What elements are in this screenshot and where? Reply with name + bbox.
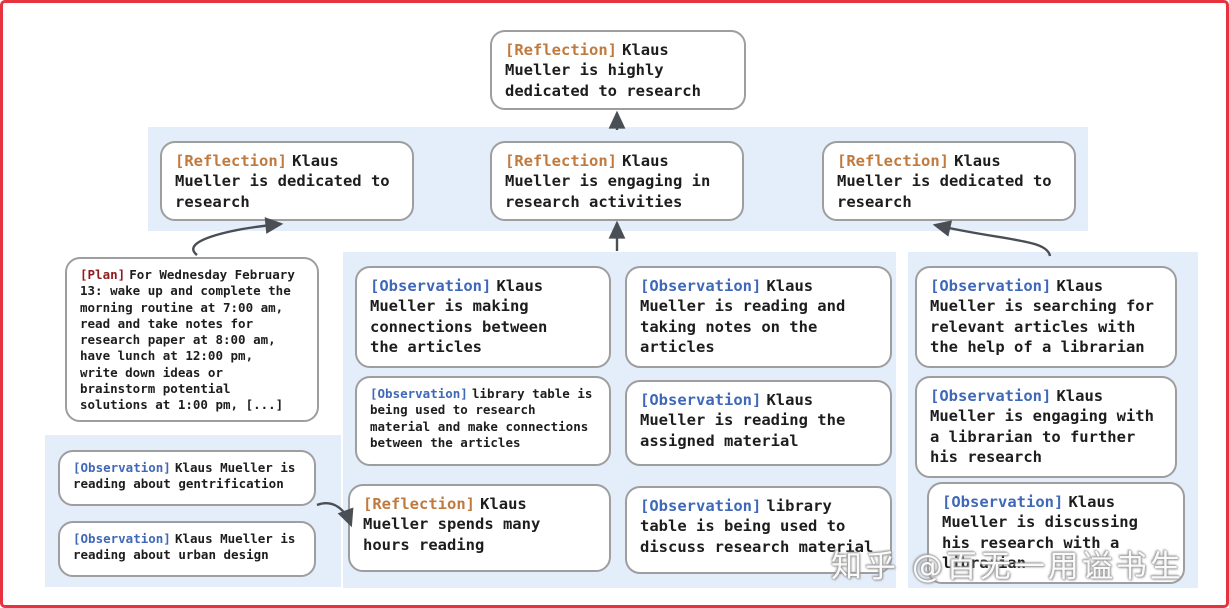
watermark: 知乎 @百无一用谥书生 <box>831 549 1184 585</box>
node-left-observation-2: [Observation]Klaus Mueller is reading ab… <box>58 521 316 577</box>
node-mid-left-reflection: [Reflection]Klaus Mueller spends many ho… <box>348 484 611 572</box>
node-type-tag: [Observation] <box>640 497 762 515</box>
node-text: library table is being used to research … <box>370 386 593 450</box>
node-mid-right-observation-2: [Observation]Klaus Mueller is reading th… <box>625 380 892 466</box>
node-mid-left-observation-1: [Observation]Klaus Mueller is making con… <box>355 266 611 368</box>
node-root-reflection: [Reflection]Klaus Mueller is highly dedi… <box>490 30 746 110</box>
node-mid-left-observation-2: [Observation]library table is being used… <box>355 376 611 466</box>
node-text: Klaus Mueller is making connections betw… <box>370 277 548 357</box>
node-type-tag: [Observation] <box>942 493 1064 511</box>
node-level2-reflection-3: [Reflection]Klaus Mueller is dedicated t… <box>822 141 1076 221</box>
node-type-tag: [Observation] <box>73 460 171 475</box>
node-type-tag: [Reflection] <box>505 41 617 59</box>
node-type-tag: [Observation] <box>930 387 1052 405</box>
node-type-tag: [Reflection] <box>837 152 949 170</box>
node-text: Klaus Mueller is discussing his research… <box>942 493 1138 573</box>
node-mid-right-observation-3: [Observation]library table is being used… <box>625 486 892 574</box>
node-text: Klaus Mueller is reading and taking note… <box>640 277 846 357</box>
node-text: For Wednesday February 13: wake up and c… <box>80 267 295 412</box>
node-text: Klaus Mueller is searching for relevant … <box>930 277 1154 357</box>
node-type-tag: [Reflection] <box>175 152 287 170</box>
node-text: Klaus Mueller is engaging with a librari… <box>930 387 1154 467</box>
node-type-tag: [Observation] <box>930 277 1052 295</box>
node-text: Klaus Mueller is highly dedicated to res… <box>505 41 701 100</box>
node-level2-reflection-2: [Reflection]Klaus Mueller is engaging in… <box>490 141 744 221</box>
node-text: Klaus Mueller spends many hours reading <box>363 495 541 554</box>
node-type-tag: [Observation] <box>640 277 762 295</box>
node-plan: [Plan]For Wednesday February 13: wake up… <box>65 257 319 422</box>
node-type-tag: [Observation] <box>73 531 171 546</box>
node-text: Klaus Mueller is reading about gentrific… <box>73 460 296 492</box>
node-text: Klaus Mueller is reading about urban des… <box>73 531 296 563</box>
node-right-observation-1: [Observation]Klaus Mueller is searching … <box>915 266 1177 368</box>
node-mid-right-observation-1: [Observation]Klaus Mueller is reading an… <box>625 266 892 368</box>
node-type-tag: [Plan] <box>80 267 126 282</box>
node-text: Klaus Mueller is reading the assigned ma… <box>640 391 846 450</box>
node-type-tag: [Reflection] <box>505 152 617 170</box>
node-level2-reflection-1: [Reflection]Klaus Mueller is dedicated t… <box>160 141 414 221</box>
node-text: Klaus Mueller is engaging in research ac… <box>505 152 711 211</box>
node-type-tag: [Reflection] <box>363 495 475 513</box>
node-left-observation-1: [Observation]Klaus Mueller is reading ab… <box>58 450 316 506</box>
node-right-observation-3: [Observation]Klaus Mueller is discussing… <box>927 482 1185 584</box>
node-type-tag: [Observation] <box>640 391 762 409</box>
node-type-tag: [Observation] <box>370 386 468 401</box>
node-right-observation-2: [Observation]Klaus Mueller is engaging w… <box>915 376 1177 478</box>
node-text: Klaus Mueller is dedicated to research <box>837 152 1052 211</box>
node-text: library table is being used to discuss r… <box>640 497 874 556</box>
node-type-tag: [Observation] <box>370 277 492 295</box>
node-text: Klaus Mueller is dedicated to research <box>175 152 390 211</box>
